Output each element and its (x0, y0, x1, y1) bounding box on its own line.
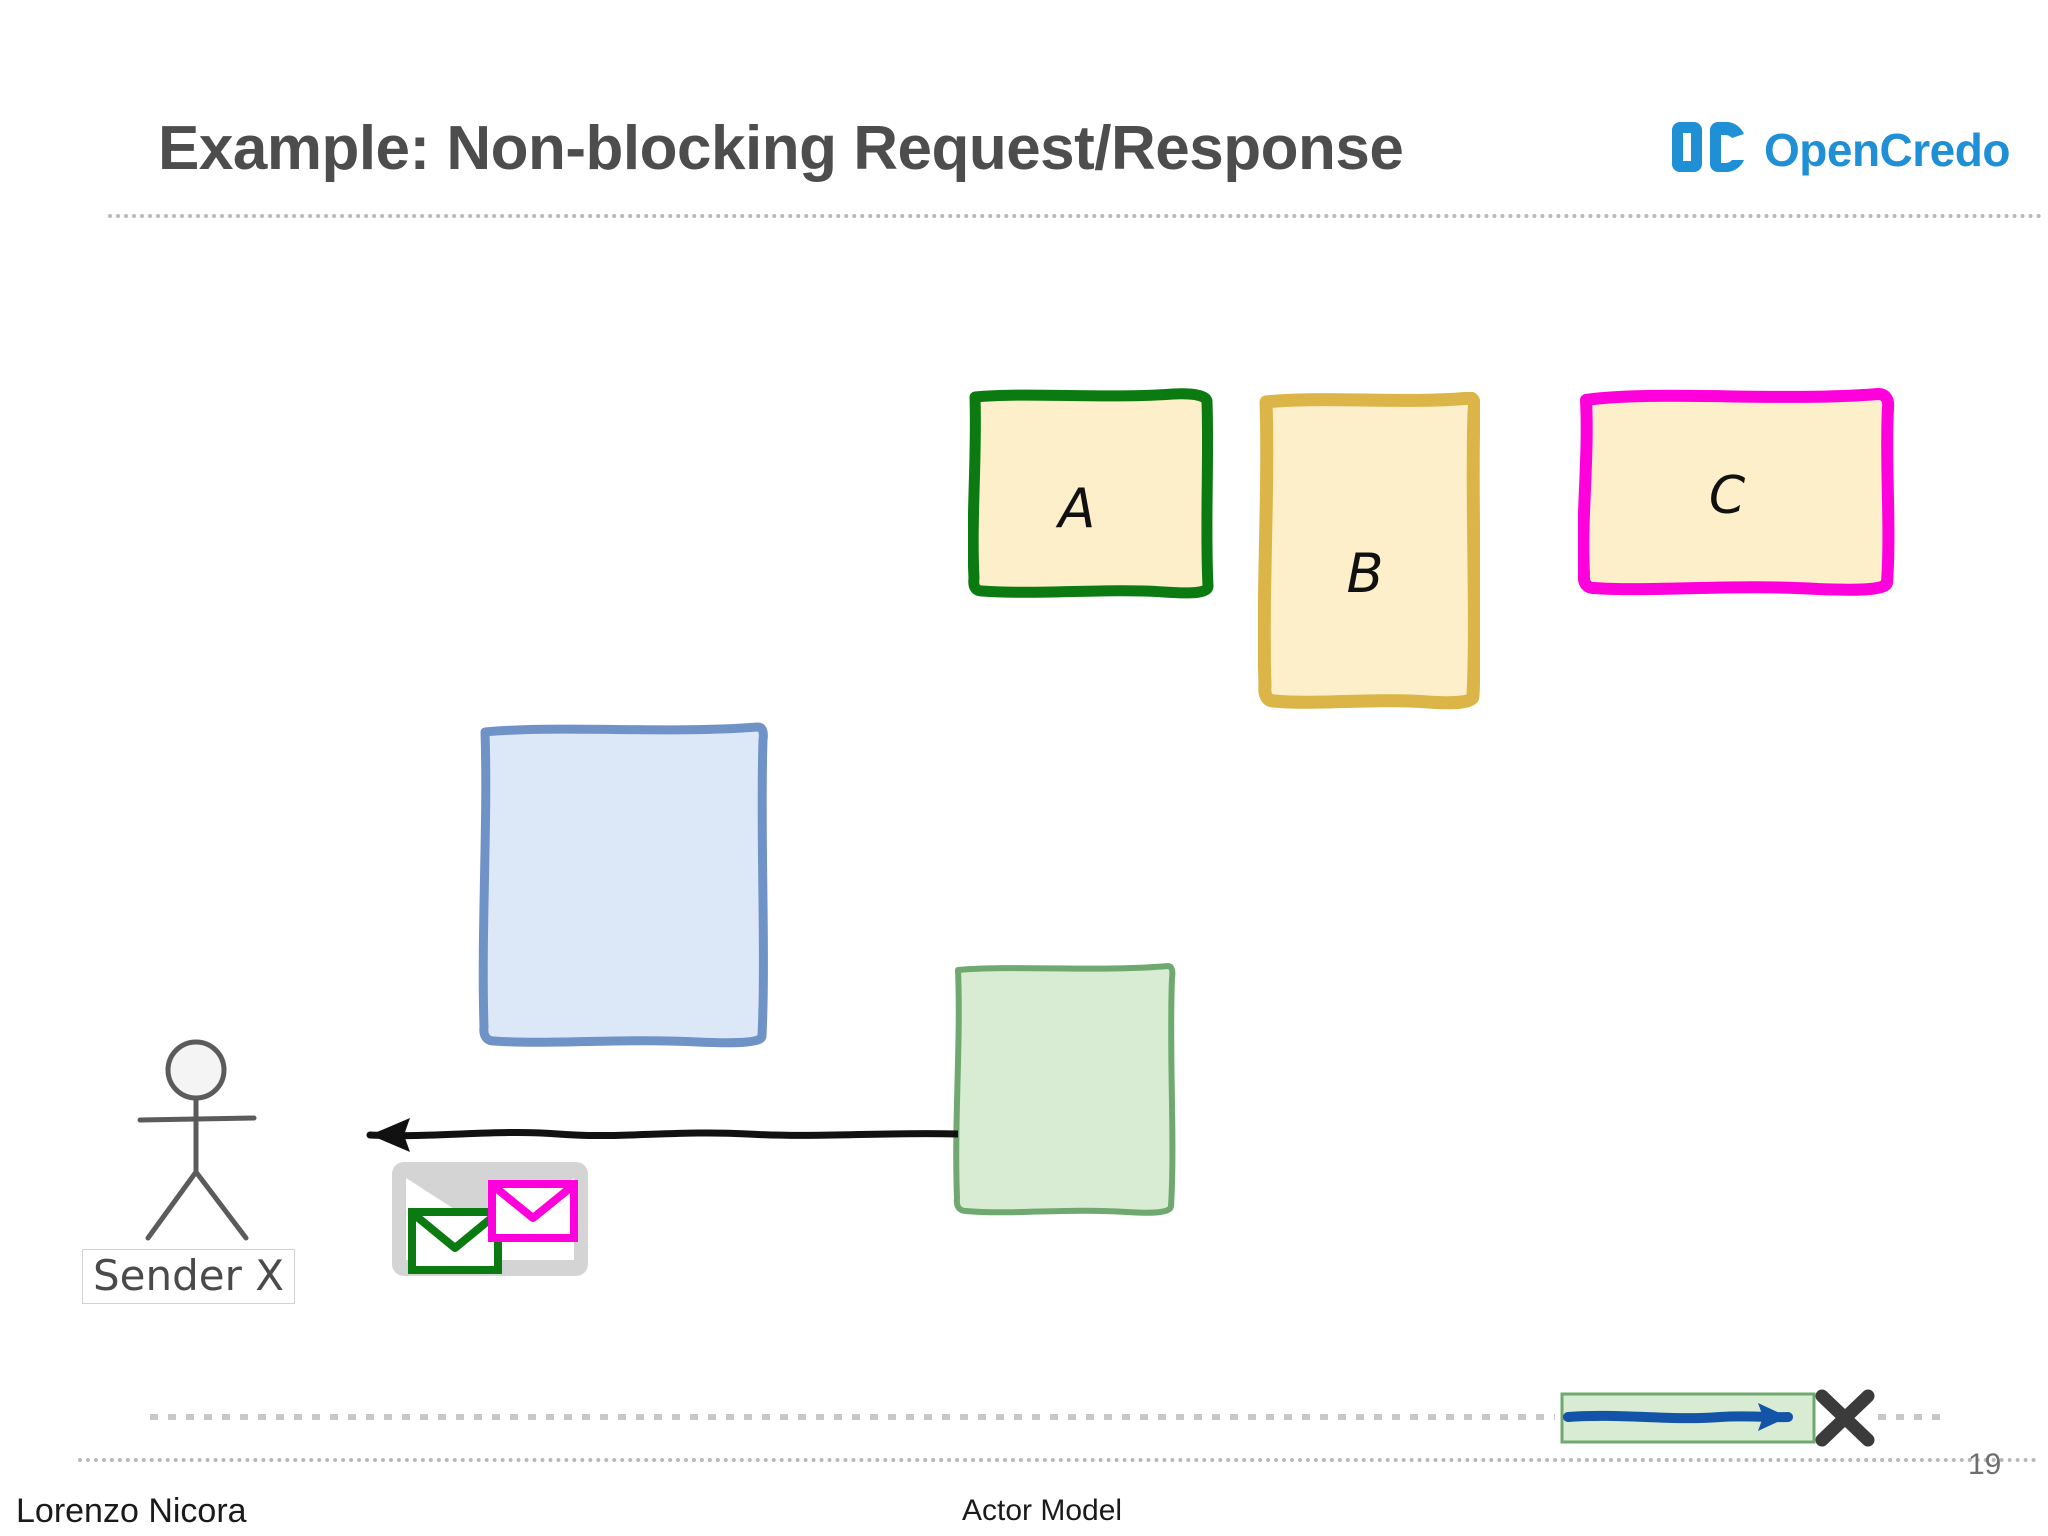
actor-box-c: C (1578, 388, 1896, 596)
magenta-envelope-icon (488, 1180, 578, 1242)
footer-deck-title: Actor Model (962, 1494, 1123, 1527)
mailbox-envelope-icon (390, 1160, 590, 1278)
oc-monogram-icon (1672, 118, 1750, 181)
header-divider (108, 214, 2043, 218)
actor-box-b: B (1258, 392, 1480, 710)
footer-author: Lorenzo Nicora (16, 1492, 247, 1530)
logo-wordmark: OpenCredo (1764, 123, 2010, 176)
page-title: Example: Non-blocking Request/Response (158, 114, 1404, 183)
green-box (952, 962, 1178, 1218)
sender-label: Sender X (82, 1249, 296, 1305)
stick-figure-icon (130, 1038, 280, 1248)
timeline-track (150, 1382, 1940, 1452)
green-envelope-icon (408, 1208, 502, 1274)
actor-box-a: A (968, 388, 1214, 600)
blue-box (478, 722, 768, 1050)
response-arrow-icon (318, 1112, 958, 1158)
opencredo-logo: OpenCredo (1672, 118, 2010, 181)
footer-divider (78, 1458, 2038, 1462)
footer-page-number: 19 (1968, 1448, 2002, 1481)
